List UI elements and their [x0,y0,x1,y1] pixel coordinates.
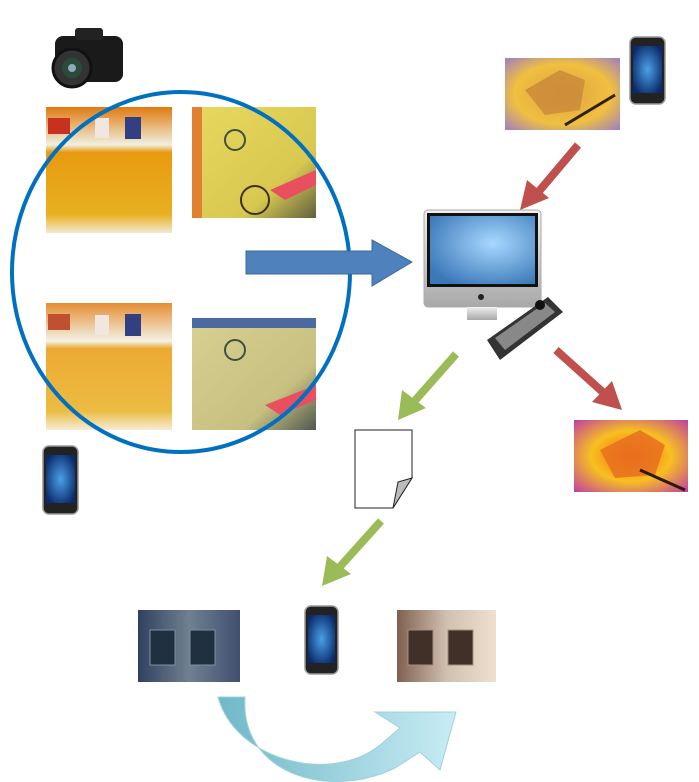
photo-birds-1 [192,107,316,218]
gpu-icon [487,297,563,360]
green-arrow-1 [398,351,460,420]
red-arrow-in [520,142,582,210]
phone-icon [304,605,339,675]
computer-icon [423,209,542,320]
phone-icon [42,445,79,515]
photo-shelf-2 [46,303,172,430]
document-icon [354,429,414,509]
camera-icon [51,28,123,89]
input-arrow [245,239,414,287]
phone-icon [629,36,666,105]
photo-birds-2 [192,318,316,430]
red-arrow-out [553,347,622,410]
photo-leaf-input [505,58,620,130]
photo-shelf-1 [46,107,172,233]
photo-room-before [138,610,240,682]
curved-arrow [217,696,457,782]
photo-leaf-output [574,420,688,492]
photo-room-after [397,610,496,682]
green-arrow-2 [322,518,384,586]
